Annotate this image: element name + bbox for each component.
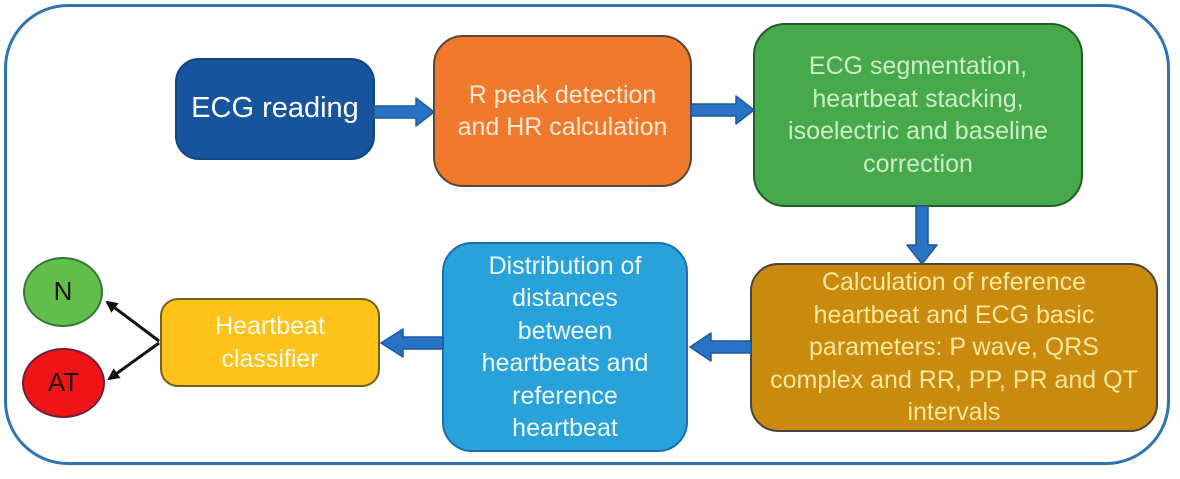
node-distance-distribution: Distribution of distances between heartb… bbox=[442, 242, 688, 452]
label-line: Calculation of reference bbox=[821, 268, 1087, 297]
node-heartbeat-classifier: Heartbeat classifier bbox=[160, 298, 380, 387]
label-line: distances bbox=[512, 284, 618, 312]
label-line: isoelectric and baseline bbox=[788, 117, 1048, 145]
label-line: complex and RR, PP, PR and QT bbox=[770, 365, 1138, 394]
label-line: reference bbox=[512, 381, 618, 410]
label-line: and HR calculation bbox=[457, 113, 668, 141]
label-line: Distribution of bbox=[488, 251, 642, 280]
label-line: R peak detection bbox=[468, 80, 657, 109]
label-line: AT bbox=[47, 367, 80, 398]
label-line: heartbeat stacking, bbox=[812, 84, 1024, 113]
node-label: Distribution of distances between heartb… bbox=[482, 250, 649, 445]
node-ecg-segmentation: ECG segmentation, heartbeat stacking, is… bbox=[753, 23, 1083, 207]
node-label: Heartbeat classifier bbox=[215, 310, 325, 375]
label-line: intervals bbox=[907, 398, 1001, 427]
label-line: Heartbeat bbox=[215, 312, 325, 340]
label-line: ECG reading bbox=[191, 92, 359, 125]
label-line: classifier bbox=[221, 344, 319, 373]
node-r-peak-detection: R peak detection and HR calculation bbox=[433, 35, 692, 187]
node-label: ECG reading bbox=[191, 90, 359, 128]
node-class-at: AT bbox=[22, 348, 105, 418]
label-line: heartbeat and ECG basic bbox=[813, 300, 1095, 329]
label-line: heartbeat bbox=[512, 414, 618, 442]
label-line: between bbox=[517, 316, 613, 345]
label-line: correction bbox=[863, 149, 973, 178]
outer-border bbox=[4, 4, 1170, 465]
label-line: ECG segmentation, bbox=[808, 52, 1028, 80]
node-class-n: N bbox=[23, 257, 103, 327]
node-label: Calculation of reference heartbeat and E… bbox=[770, 266, 1138, 429]
node-reference-calculation: Calculation of reference heartbeat and E… bbox=[750, 263, 1158, 432]
label-line: N bbox=[53, 276, 73, 307]
label-line: heartbeats and bbox=[481, 349, 649, 377]
node-label: R peak detection and HR calculation bbox=[458, 79, 668, 144]
node-label: ECG segmentation, heartbeat stacking, is… bbox=[788, 50, 1048, 180]
label-line: parameters: P wave, QRS bbox=[809, 333, 1099, 362]
node-ecg-reading: ECG reading bbox=[175, 58, 375, 160]
